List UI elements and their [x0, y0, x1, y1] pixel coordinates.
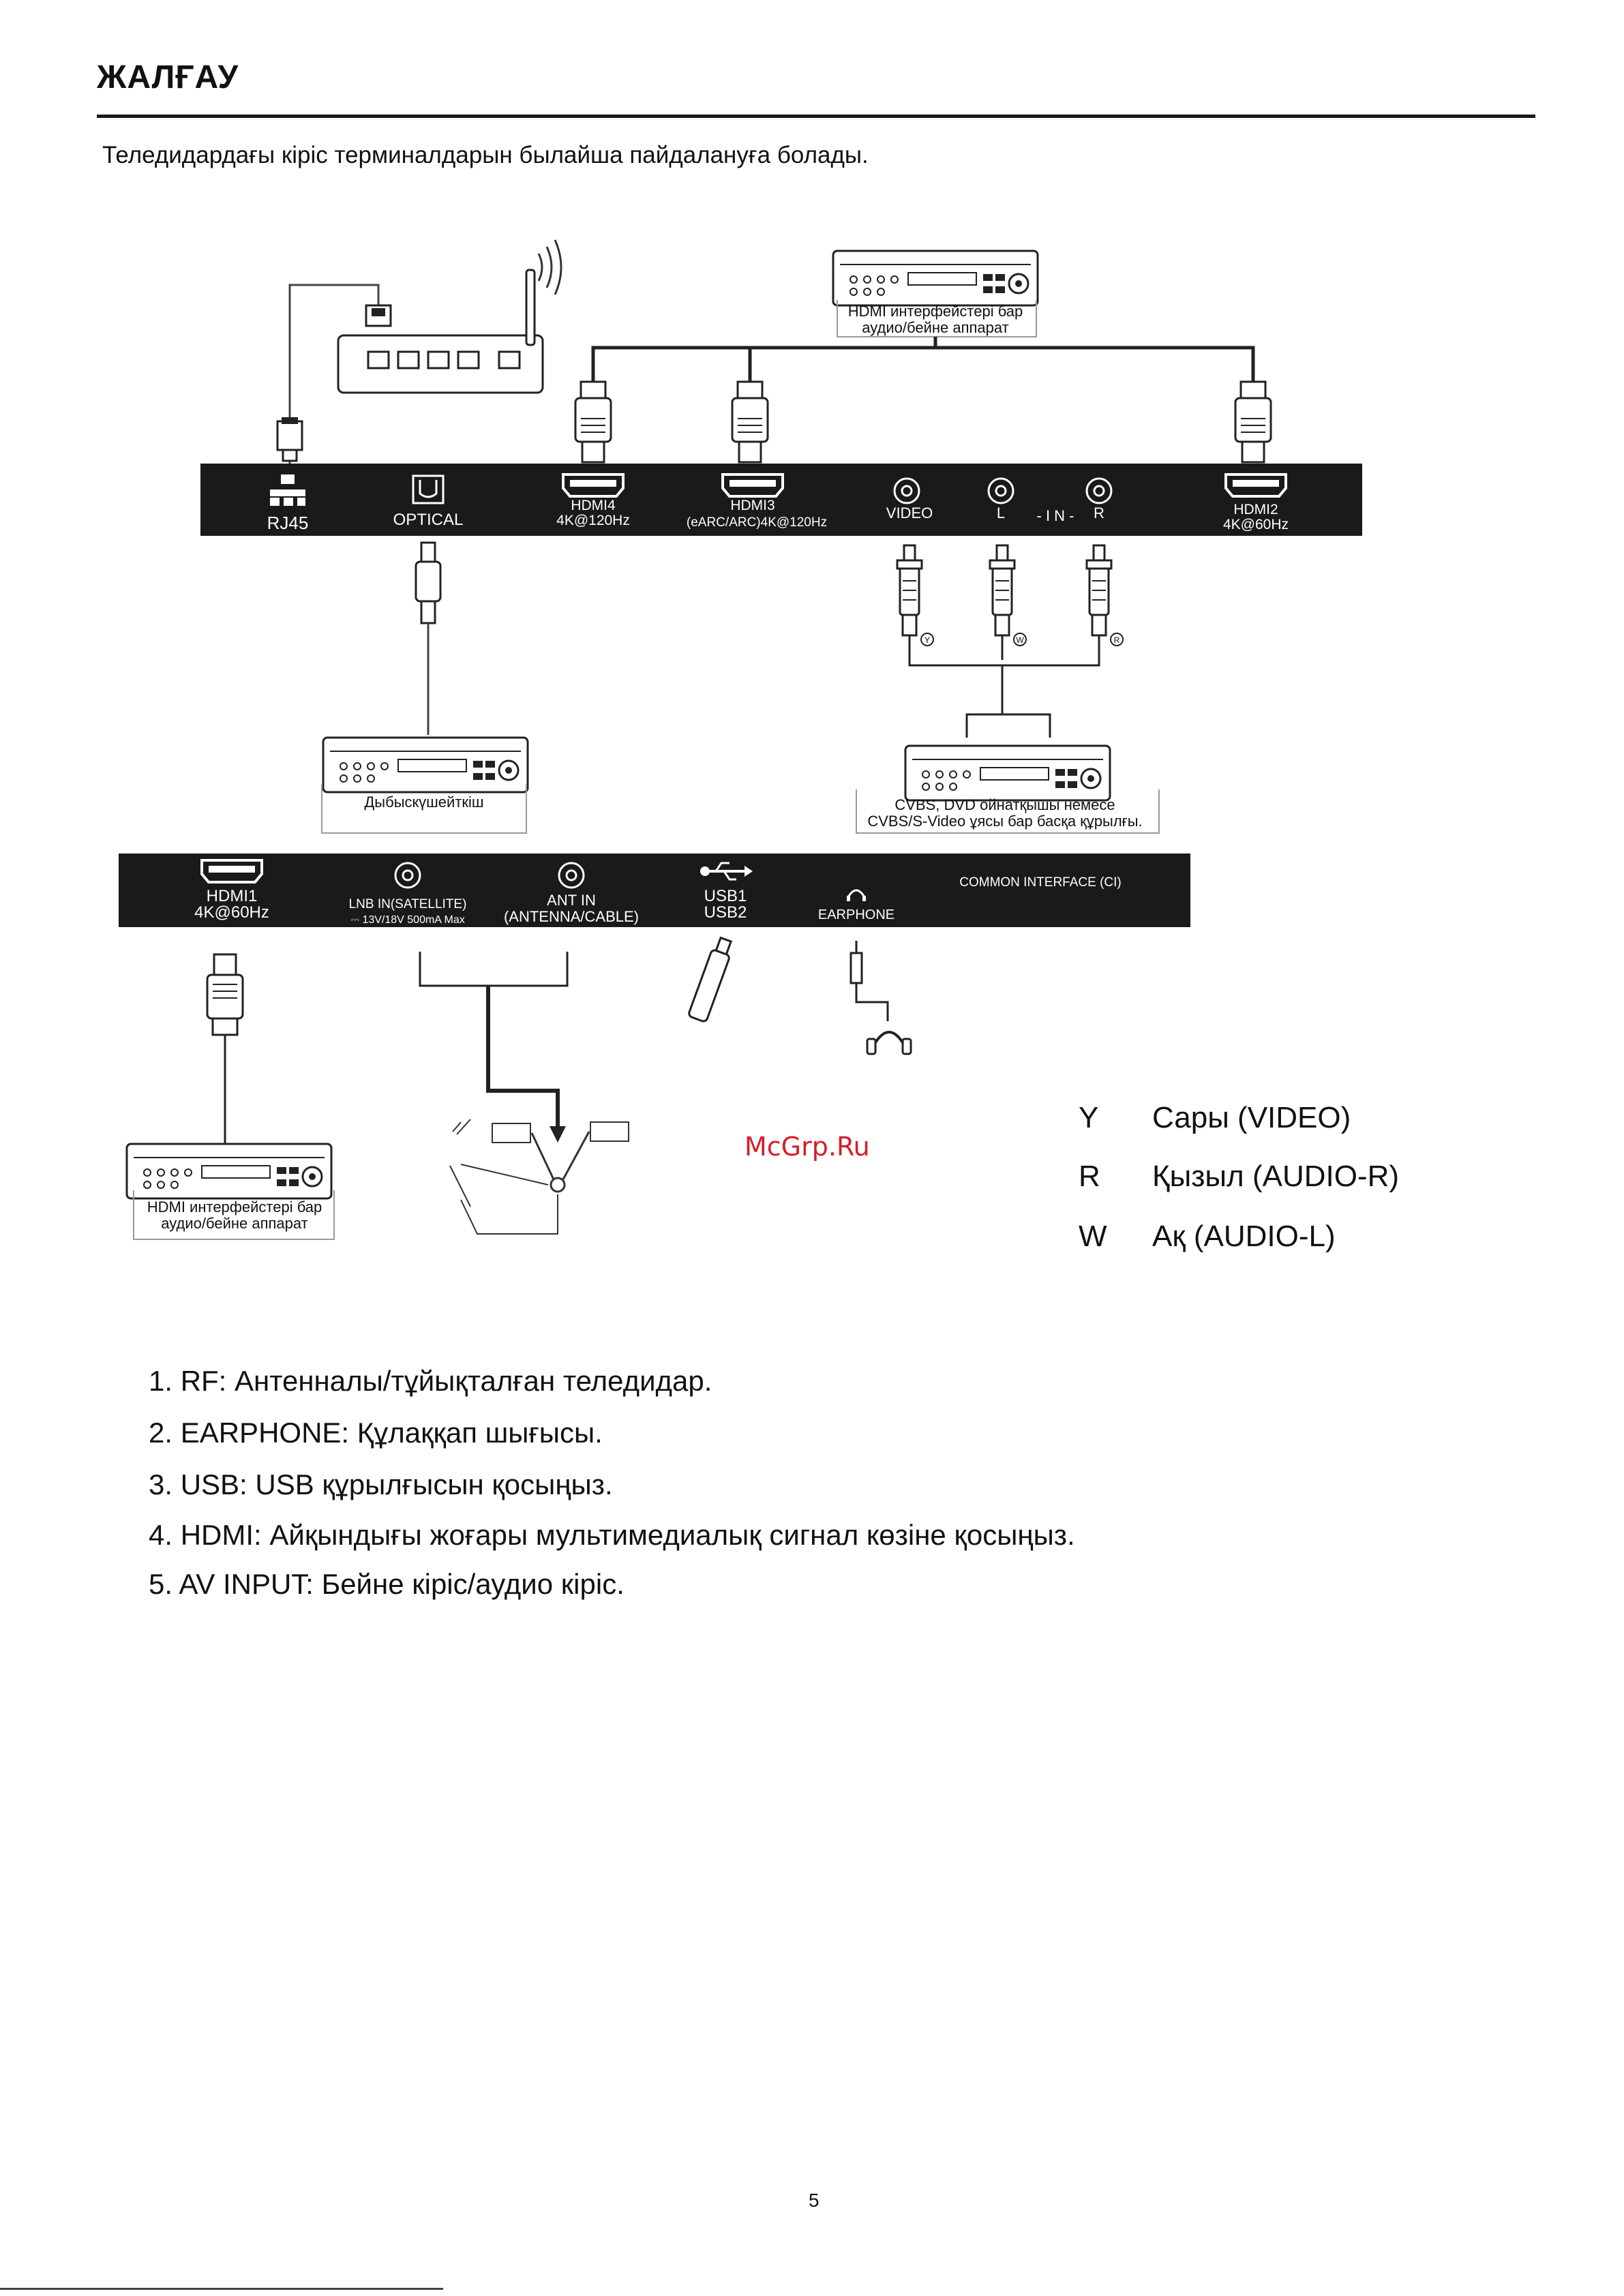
hdmi1-label: HDMI1 — [207, 887, 258, 905]
ant-spec: (ANTENNA/CABLE) — [504, 908, 639, 925]
title-rule — [97, 115, 1535, 118]
usb-icon — [700, 862, 753, 881]
rj45-label: RJ45 — [267, 513, 309, 533]
earphone-cable — [849, 941, 912, 1055]
rca-cables: Y W R — [896, 544, 1124, 738]
top-connector-panel: RJ45 OPTICAL HDMI4 4K@120Hz HDMI3 (eARC/… — [200, 464, 1362, 536]
hdmi-device-top: HDMI интерфейстері бар аудио/бейне аппар… — [832, 250, 1039, 337]
hdmi-device-top-label-2: аудио/бейне аппарат — [862, 319, 1008, 336]
lnb-spec: ⎓ 13V/18V 500mA Max — [350, 914, 465, 926]
network-icon — [270, 474, 305, 506]
note-item: 2. EARPHONE: Құлаққап шығысы. — [149, 1417, 603, 1449]
usb-stick — [688, 936, 733, 1023]
intro-text: Теледидардағы кіріс терминалдарын былайш… — [102, 142, 869, 168]
network-cable — [276, 284, 392, 464]
hdmi1-cable — [206, 953, 244, 1144]
video-label: VIDEO — [886, 504, 933, 522]
note-item: 3. USB: USB құрылғысын қосыңыз. — [149, 1468, 613, 1500]
router — [337, 239, 562, 394]
antenna-sketch — [449, 1119, 629, 1235]
legend-text: Ақ (AUDIO-L) — [1152, 1220, 1336, 1253]
optical-port-icon — [412, 474, 445, 504]
bottom-rule — [0, 2288, 443, 2290]
hdmi-device-top-label-1: HDMI интерфейстері бар — [848, 303, 1023, 320]
legend-text: Сары (VIDEO) — [1152, 1101, 1351, 1134]
hdmi4-label: HDMI4 — [571, 498, 616, 513]
color-legend: Y Сары (VIDEO) R Қызыл (AUDIO-R) W Ақ (A… — [1079, 1101, 1399, 1253]
hdmi-device-bottom: HDMI интерфейстері бар аудио/бейне аппар… — [125, 1143, 335, 1240]
cable-mark-y: Y — [924, 635, 930, 645]
legend-letter: Y — [1079, 1101, 1098, 1134]
legend-letter: R — [1079, 1160, 1100, 1193]
watermark: McGrp.Ru — [745, 1132, 870, 1162]
cable-mark-w: W — [1016, 635, 1024, 645]
audio-l-label: L — [997, 504, 1005, 522]
page-number: 5 — [809, 2190, 819, 2211]
page-title: ЖАЛҒАУ — [97, 59, 239, 95]
hdmi4-spec: 4K@120Hz — [556, 513, 630, 528]
usb2-label: USB2 — [704, 903, 747, 922]
hdmi2-label: HDMI2 — [1233, 502, 1278, 517]
av-in-label: - I N - — [1037, 507, 1074, 524]
usb1-label: USB1 — [704, 887, 747, 905]
antenna-cable — [419, 952, 569, 1143]
hdmi3-label: HDMI3 — [730, 498, 775, 513]
headphone-icon — [847, 889, 866, 901]
ant-label: ANT IN — [547, 892, 596, 909]
note-item: 4. HDMI: Айқындығы жоғары мультимедиалық… — [149, 1519, 1075, 1551]
connection-diagram: HDMI интерфейстері бар аудио/бейне аппар… — [119, 239, 1399, 1253]
legend-text: Қызыл (AUDIO-R) — [1152, 1160, 1399, 1193]
amplifier-device: Дыбыскүшейткіш — [321, 736, 529, 834]
hdmi2-spec: 4K@60Hz — [1223, 517, 1289, 532]
audio-r-label: R — [1094, 504, 1104, 522]
note-item: 1. RF: Антенналы/тұйықталған теледидар. — [149, 1365, 712, 1397]
amplifier-label: Дыбыскүшейткіш — [364, 794, 483, 811]
optical-label: OPTICAL — [393, 511, 464, 529]
cvbs-device-label-2: CVBS/S-Video ұясы бар басқа құрылғы. — [867, 813, 1142, 830]
hdmi3-spec: (eARC/ARC)4K@120Hz — [687, 515, 827, 530]
optical-cable — [415, 541, 442, 735]
ci-label: COMMON INTERFACE (CI) — [959, 875, 1122, 890]
note-item: 5. AV INPUT: Бейне кіріс/аудио кіріс. — [149, 1568, 625, 1600]
lnb-label: LNB IN(SATELLITE) — [349, 897, 467, 911]
cvbs-device-label-1: CVBS, DVD ойнатқышы немесе — [894, 796, 1115, 813]
earphone-label: EARPHONE — [818, 907, 894, 922]
cable-mark-r: R — [1114, 635, 1120, 645]
hdmi-cables-top — [574, 337, 1272, 464]
bottom-connector-panel: HDMI1 4K@60Hz LNB IN(SATELLITE) ⎓ 13V/18… — [119, 854, 1190, 927]
hdmi-device-bottom-label-2: аудио/бейне аппарат — [161, 1215, 307, 1232]
cvbs-device: CVBS, DVD ойнатқышы немесе CVBS/S-Video … — [856, 744, 1160, 834]
hdmi1-spec: 4K@60Hz — [194, 903, 269, 922]
legend-letter: W — [1079, 1220, 1107, 1253]
hdmi-device-bottom-label-1: HDMI интерфейстері бар — [147, 1198, 322, 1215]
